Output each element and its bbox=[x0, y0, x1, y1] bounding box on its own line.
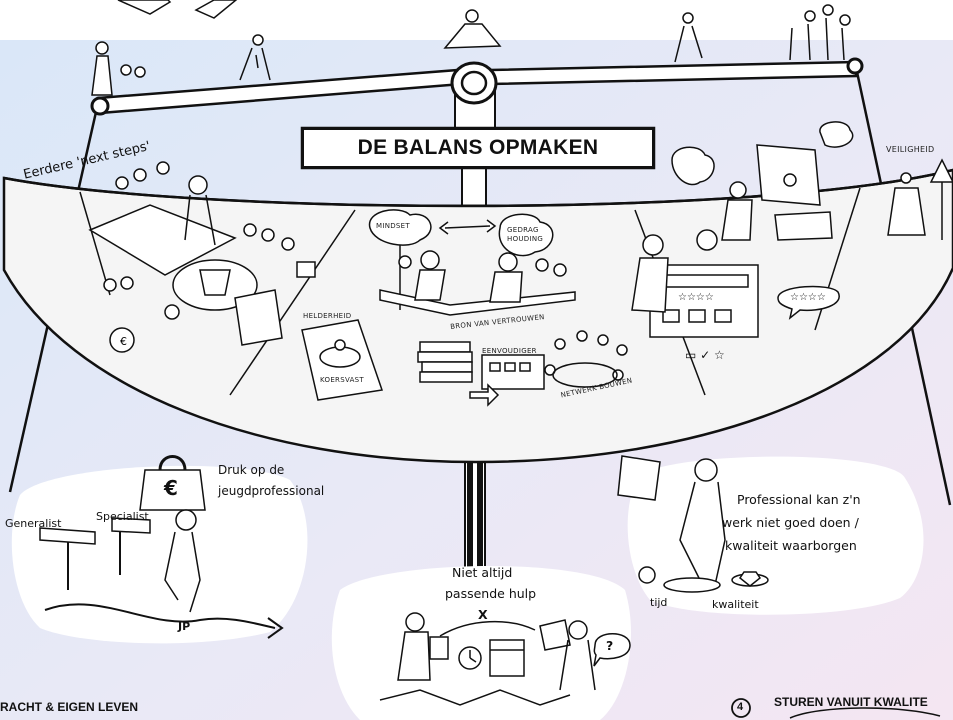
netwerk-sketch bbox=[544, 330, 628, 388]
right-panel-sketch bbox=[617, 455, 769, 593]
left-panel bbox=[11, 465, 308, 644]
rating-screen-stars: ☆☆☆☆ bbox=[678, 292, 714, 303]
footer-right-heading: STUREN VANUIT KWALITE bbox=[774, 695, 928, 709]
jp-label: JP bbox=[178, 620, 191, 633]
eenvoudiger-label: EENVOUDIGER bbox=[482, 347, 537, 355]
druk-line-2: jeugdprofessional bbox=[218, 484, 325, 498]
next-steps-sketch bbox=[88, 161, 316, 353]
footer-left-heading: RACHT & EIGEN LEVEN bbox=[0, 700, 139, 714]
koersvast-label: KOERSVAST bbox=[320, 376, 364, 384]
helderheid-label: HELDERHEID bbox=[303, 312, 352, 320]
eenvoudiger-sketch bbox=[417, 341, 545, 407]
balance-beam bbox=[90, 57, 864, 116]
right-panel bbox=[627, 456, 924, 615]
tijd-label: tijd bbox=[650, 596, 668, 609]
kwaliteit-sketch bbox=[631, 121, 854, 338]
gedrag-label: GEDRAG HOUDING bbox=[507, 226, 544, 243]
euro-bag-icon: € bbox=[120, 335, 127, 348]
page-title: DE BALANS OPMAKEN bbox=[302, 128, 654, 168]
top-sketch-card bbox=[194, 0, 238, 19]
euro-weight-icon: € bbox=[164, 476, 178, 500]
bottom-icons-row: ▭ ✓ ☆ bbox=[685, 348, 725, 362]
mindset-label: MINDSET bbox=[376, 222, 410, 230]
druk-line-1: Druk op de bbox=[218, 463, 285, 477]
professional-line-1: Professional kan z'n bbox=[737, 492, 861, 507]
specialist-label: Specialist bbox=[96, 510, 149, 523]
professional-line-2: werk niet goed doen / bbox=[722, 515, 859, 530]
people-on-beam bbox=[91, 4, 851, 96]
veiligheid-sketch bbox=[887, 158, 953, 240]
helderheid-sketch bbox=[301, 319, 383, 401]
professional-line-3: kwaliteit waarborgen bbox=[725, 538, 857, 553]
bron-van-vertrouwen-sketch bbox=[368, 209, 576, 316]
footer-number-circle bbox=[731, 698, 751, 718]
kwaliteit-label: kwaliteit bbox=[712, 598, 759, 611]
footer-number: 4 bbox=[737, 701, 744, 713]
rating-bubble-stars: ☆☆☆☆ bbox=[790, 292, 826, 303]
passende-hulp-line-1: Niet altijd bbox=[452, 565, 513, 580]
x-mark: X bbox=[478, 607, 488, 622]
question-mark-icon: ? bbox=[606, 638, 614, 653]
veiligheid-label: VEILIGHEID bbox=[886, 145, 935, 154]
top-sketch-card bbox=[117, 0, 172, 15]
center-panel bbox=[331, 565, 631, 720]
center-panel-sketch bbox=[379, 612, 631, 706]
generalist-label: Generalist bbox=[5, 517, 62, 530]
left-panel-sketch bbox=[39, 455, 284, 639]
passende-hulp-line-2: passende hulp bbox=[445, 586, 537, 601]
